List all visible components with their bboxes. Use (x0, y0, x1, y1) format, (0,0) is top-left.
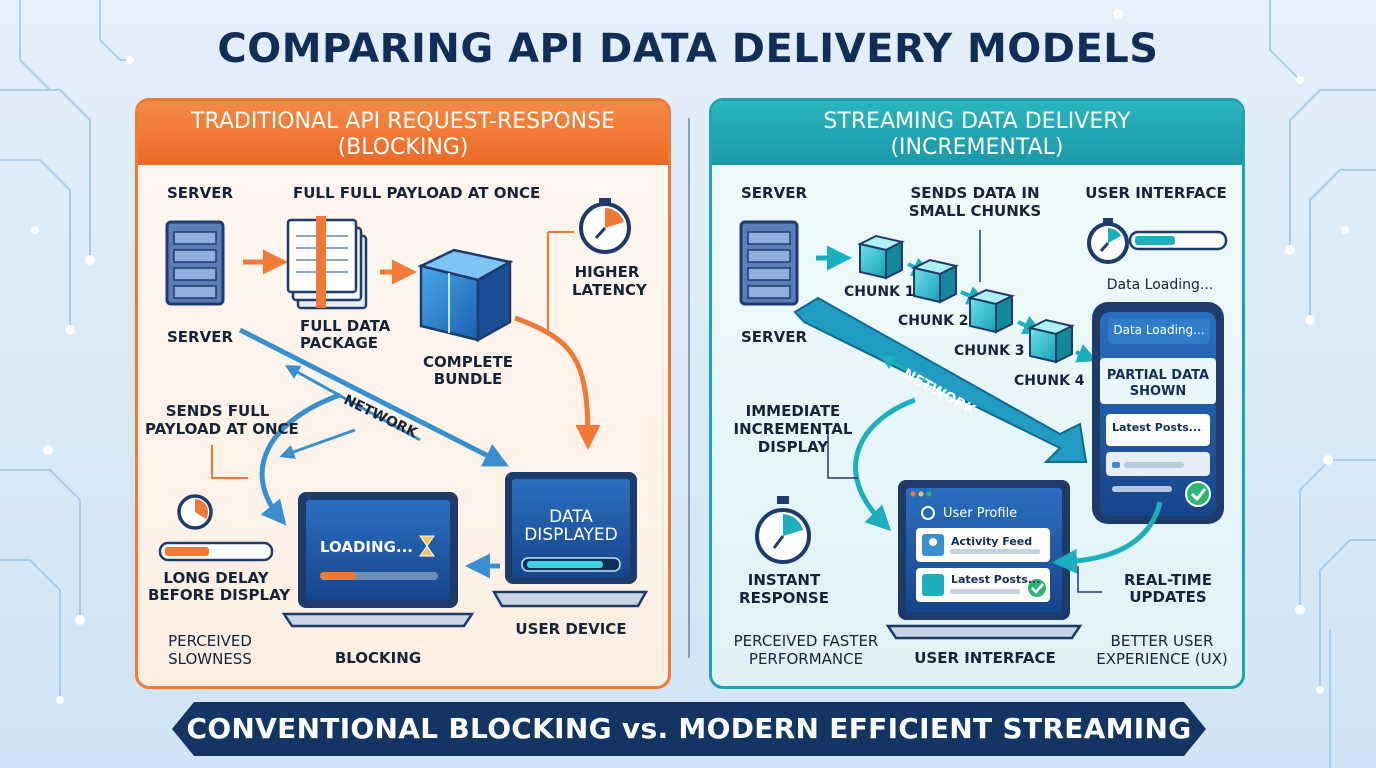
chunk-4-label: CHUNK 4 (1014, 373, 1085, 389)
loading-text: LOADING... (320, 538, 413, 556)
network-return-arrow (879, 355, 961, 402)
ui-label-top: USER INTERFACE (1085, 184, 1227, 202)
streaming-laptop-icon (885, 480, 1083, 640)
traditional-heading-line2: (BLOCKING) (337, 135, 469, 160)
instant-line2: RESPONSE (739, 589, 829, 607)
network-arrow-back (284, 365, 421, 442)
better-ux-line2: EXPERIENCE (UX) (1096, 650, 1228, 668)
partial-data-line2: SHOWN (1129, 384, 1187, 399)
page-title: COMPARING API DATA DELIVERY MODELS (217, 26, 1159, 72)
streaming-heading-line2: (INCREMENTAL) (890, 135, 1064, 160)
chunks-caption-line1: SENDS DATA IN (910, 184, 1040, 202)
streaming-heading-line1: STREAMING DATA DELIVERY (823, 109, 1131, 134)
right-server-bottom-label: SERVER (741, 328, 808, 346)
left-server-bottom-label: SERVER (167, 328, 234, 346)
data-displayed-line1: DATA (549, 507, 593, 527)
data-loading-caption: Data Loading... (1106, 277, 1214, 293)
user-interface-bottom-label: USER INTERFACE (914, 649, 1056, 667)
user-device-icon (491, 472, 649, 608)
latency-arrow (514, 315, 601, 450)
traditional-heading-line1: TRADITIONAL API REQUEST-RESPONSE (191, 109, 615, 134)
chunk-2-icon (911, 258, 959, 304)
ui-progress-bar (1128, 230, 1228, 251)
phone-icon (1092, 302, 1224, 524)
network-arrow-down (238, 327, 509, 467)
streaming-panel-heading: STREAMING DATA DELIVERY (INCREMENTAL) (712, 101, 1242, 165)
latency-line2: LATENCY (572, 281, 647, 299)
blocking-label: BLOCKING (334, 649, 422, 667)
complete-bundle-icon (417, 248, 514, 343)
realtime-line1: REAL-TIME (1124, 571, 1212, 589)
laptop-latest-posts-text: Latest Posts... (951, 573, 1041, 586)
loading-laptop-icon (281, 492, 475, 628)
right-server-icon (739, 220, 799, 306)
chunk-2-label: CHUNK 2 (898, 313, 969, 329)
better-ux-line1: BETTER USER (1110, 632, 1214, 650)
chunk-1-label: CHUNK 1 (844, 284, 915, 300)
delay-clock-icon (177, 494, 213, 530)
package-label-line1: FULL DATA (300, 317, 391, 335)
bundle-label-line1: COMPLETE (423, 353, 513, 371)
instant-stopwatch-icon (755, 496, 811, 564)
sends-full-arrow (259, 392, 341, 526)
payload-caption: FULL FULL PAYLOAD AT ONCE (293, 184, 541, 202)
ui-stopwatch-icon (1087, 218, 1129, 264)
sends-full-line2: PAYLOAD AT ONCE (145, 420, 299, 438)
chunk-3-icon (967, 288, 1015, 334)
partial-data-line1: PARTIAL DATA (1106, 368, 1210, 383)
immediate-line1: IMMEDIATE (745, 402, 841, 420)
package-label-line2: PACKAGE (300, 334, 379, 352)
bundle-label-line2: BUNDLE (433, 370, 503, 388)
chunk-4-arrow (1075, 344, 1098, 363)
immediate-line2: INCREMENTAL (733, 420, 853, 438)
data-displayed-line2: DISPLAYED (524, 525, 618, 545)
full-data-package-icon (286, 216, 368, 310)
perceived-faster-line2: PERFORMANCE (748, 650, 864, 668)
delay-progress-bar (158, 541, 274, 562)
realtime-leader (1077, 566, 1102, 593)
immediate-leader (827, 430, 858, 479)
bottom-banner: CONVENTIONAL BLOCKING vs. MODERN EFFICIE… (172, 702, 1206, 756)
incremental-display-arrow (853, 397, 916, 532)
network-arrow-small (279, 428, 356, 460)
latency-line1: HIGHER (574, 263, 640, 281)
sends-full-line1: SENDS FULL (165, 402, 270, 420)
immediate-line3: DISPLAY (757, 438, 829, 456)
activity-feed-text: Activity Feed (951, 535, 1033, 548)
user-profile-text: User Profile (943, 506, 1018, 521)
perceived-slowness-line1: PERCEIVED (168, 632, 252, 650)
realtime-updates-arrow (1052, 501, 1163, 574)
realtime-line2: UPDATES (1129, 588, 1207, 606)
right-server-top-label: SERVER (741, 184, 808, 202)
panel-divider (688, 118, 690, 658)
perceived-faster-line1: PERCEIVED FASTER (733, 632, 879, 650)
phone-loading-text: Data Loading... (1113, 323, 1205, 337)
chunk-3-label: CHUNK 3 (954, 343, 1025, 359)
phone-latest-posts: Latest Posts... (1112, 421, 1202, 434)
sends-full-leader (211, 445, 248, 479)
chunk-4-icon (1027, 318, 1075, 364)
delay-line1: LONG DELAY (163, 569, 269, 587)
left-server-top-label: SERVER (167, 184, 234, 202)
chunks-caption-line2: SMALL CHUNKS (908, 202, 1042, 220)
instant-line1: INSTANT (747, 571, 821, 589)
user-device-label: USER DEVICE (515, 620, 627, 638)
perceived-slowness-line2: SLOWNESS (168, 650, 252, 668)
chunk-1-icon (857, 234, 905, 280)
delay-line2: BEFORE DISPLAY (148, 586, 291, 604)
latency-stopwatch-icon (579, 198, 631, 254)
left-server-icon (165, 220, 225, 306)
traditional-panel-heading: TRADITIONAL API REQUEST-RESPONSE (BLOCKI… (138, 101, 668, 165)
